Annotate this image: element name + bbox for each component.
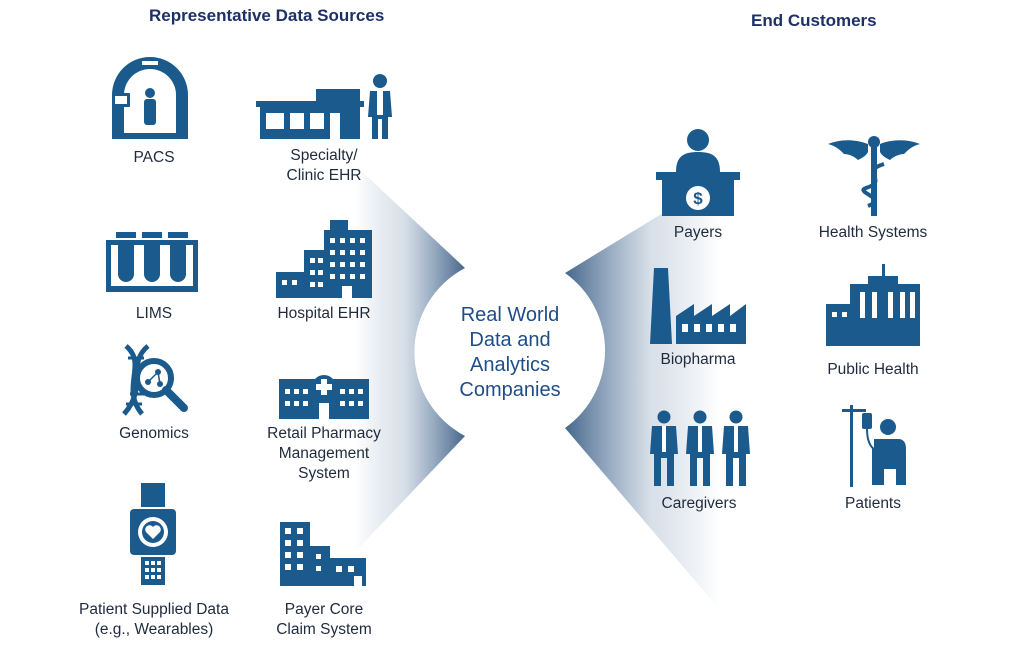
right-funnel [565, 178, 720, 610]
customer-label-patients: Patients [844, 495, 901, 512]
wearable-watch-icon [130, 483, 176, 585]
source-label-genomics: Genomics [119, 425, 189, 442]
hospital-building-icon [276, 220, 372, 298]
customer-label-public-health: Public Health [827, 361, 919, 378]
source-label-wearables: Patient Supplied Data (e.g., Wearables) [79, 601, 229, 638]
factory-icon [650, 268, 746, 344]
caduceus-icon [828, 136, 920, 216]
caregivers-icon [650, 410, 750, 486]
clinic-building-icon [256, 74, 392, 139]
customer-label-payers: Payers [673, 224, 723, 241]
customers-heading: End Customers [751, 11, 877, 30]
source-label-payer-core: Payer Core Claim System [276, 601, 372, 638]
source-label-lims: LIMS [135, 305, 173, 322]
center-label: Real World Data and Analytics Companies [459, 304, 561, 401]
government-building-icon [826, 264, 920, 346]
customer-label-caregivers: Caregivers [661, 495, 737, 512]
mri-scanner-icon [112, 57, 188, 139]
payer-desk-icon: $ [656, 129, 740, 216]
left-funnel [355, 165, 465, 552]
pharmacy-building-icon [279, 375, 369, 419]
patient-iv-icon [842, 405, 906, 487]
test-tubes-icon [106, 232, 198, 292]
customer-label-biopharma: Biopharma [660, 351, 736, 368]
customer-label-health-systems: Health Systems [818, 224, 928, 241]
svg-text:$: $ [693, 189, 703, 208]
office-buildings-icon [280, 522, 366, 586]
sources-heading: Representative Data Sources [149, 6, 385, 25]
source-label-hospital: Hospital EHR [277, 305, 371, 322]
source-label-specialty: Specialty/ Clinic EHR [286, 147, 362, 184]
source-label-pharmacy: Retail Pharmacy Management System [267, 425, 381, 482]
source-label-pacs: PACS [133, 149, 175, 166]
dna-magnifier-icon [122, 344, 188, 416]
